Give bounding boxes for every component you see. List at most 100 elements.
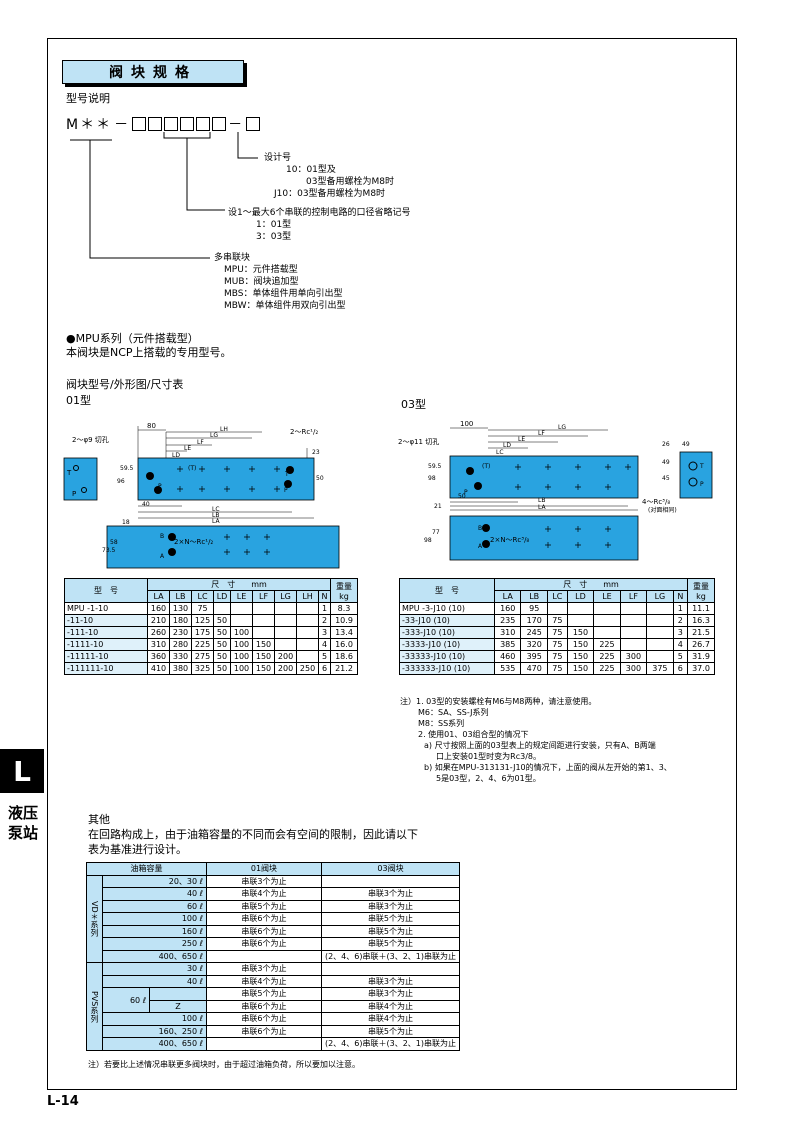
svg-text:P: P — [700, 481, 704, 488]
svg-text:49: 49 — [662, 459, 670, 466]
svg-text:2～Rc¹/₂: 2～Rc¹/₂ — [290, 428, 318, 436]
svg-text:40: 40 — [142, 501, 150, 508]
svg-text:LE: LE — [518, 436, 525, 443]
section-tab: L — [0, 749, 44, 793]
svg-text:45: 45 — [662, 475, 670, 482]
svg-text:58: 58 — [110, 539, 118, 546]
svg-text:(T): (T) — [482, 463, 490, 470]
table01-header-weight: 重量 kg — [330, 578, 358, 603]
other-line2: 表为基准进行设计。 — [88, 843, 187, 856]
mpu-bullet: ●MPU系列（元件搭载型） — [66, 332, 199, 345]
svg-text:2～φ9 切孔: 2～φ9 切孔 — [72, 436, 109, 444]
svg-text:4～Rc³/₈: 4～Rc³/₈ — [642, 498, 670, 506]
table-row: 400、650 ℓ(2、4、6)串联＋(3、2、1)串联为止 — [87, 949, 461, 963]
svg-text:18: 18 — [122, 519, 130, 526]
tank-note: 注）若要比上述情况串联更多阀块时，由于超过油箱负荷，所以要加以注意。 — [88, 1060, 360, 1069]
svg-text:49: 49 — [682, 441, 690, 448]
svg-text:B: B — [160, 533, 164, 540]
page-frame-top — [47, 38, 737, 39]
svg-text:A: A — [160, 553, 165, 560]
svg-text:2～φ11 切孔: 2～φ11 切孔 — [398, 438, 439, 446]
svg-text:2×N～Rc¹/₂: 2×N～Rc¹/₂ — [174, 538, 213, 546]
circuit-block: 设1～最大6个串联的控制电路的口径省略记号 1：01型 3：03型 — [228, 208, 411, 242]
notes: 注）1. 03型的安装螺栓有M6与M8两种，请注意使用。 M6：SA、SS-J系… — [400, 697, 672, 783]
svg-text:P: P — [284, 487, 288, 494]
model-leader-lines — [70, 132, 258, 259]
svg-text:100: 100 — [460, 420, 473, 428]
svg-text:96: 96 — [117, 478, 125, 485]
svg-text:A: A — [478, 543, 483, 550]
table01-header-dim: 尺 寸 mm — [147, 578, 331, 591]
svg-text:26: 26 — [662, 441, 670, 448]
model-code: M＊＊ － － — [66, 114, 261, 134]
svg-text:P: P — [72, 490, 76, 498]
block-type-list: 多串联块 MPU：元件搭载型 MUB：阀块追加型 MBS：单体组件用单向引出型 … — [214, 253, 346, 311]
fig-title: 阀块型号/外形图/尺寸表 — [66, 378, 184, 391]
page-frame-right — [736, 38, 737, 1090]
svg-text:LH: LH — [220, 426, 228, 433]
svg-text:2×N～Rc³/₈: 2×N～Rc³/₈ — [490, 536, 529, 544]
page-number: L-14 — [47, 1094, 79, 1109]
svg-text:B: B — [478, 525, 482, 532]
table03-header-model: 型 号 — [399, 578, 495, 603]
mpu-desc: 本阀块是NCP上搭载的专用型号。 — [66, 346, 232, 359]
svg-text:T: T — [284, 471, 289, 478]
page-frame-left — [47, 38, 48, 1090]
label-01: 01型 — [66, 394, 91, 407]
svg-text:(对面相同): (对面相同) — [648, 506, 677, 514]
section-label: 液压泵站 — [8, 804, 39, 842]
svg-text:LB: LB — [212, 512, 219, 519]
svg-text:LD: LD — [172, 452, 180, 459]
svg-text:LG: LG — [558, 424, 566, 431]
svg-text:LA: LA — [212, 518, 220, 525]
svg-text:LF: LF — [197, 439, 204, 446]
svg-text:T: T — [699, 463, 704, 470]
svg-text:98: 98 — [424, 537, 432, 544]
svg-text:80: 80 — [147, 422, 156, 430]
table03-header-dim: 尺 寸 mm — [494, 578, 688, 591]
svg-text:50: 50 — [316, 475, 324, 482]
svg-text:LF: LF — [538, 430, 545, 437]
svg-text:LC: LC — [496, 449, 504, 456]
svg-text:59.5: 59.5 — [120, 465, 134, 472]
svg-text:LG: LG — [210, 432, 218, 439]
svg-text:21: 21 — [434, 503, 442, 510]
section-title: 阀块规格 — [62, 60, 244, 84]
svg-text:77: 77 — [432, 529, 440, 536]
table01-header-model: 型 号 — [64, 578, 148, 603]
table03-header-weight: 重量 kg — [687, 578, 715, 603]
page-frame-bottom — [47, 1089, 737, 1090]
svg-text:LD: LD — [503, 442, 511, 449]
svg-text:P: P — [158, 483, 162, 490]
svg-text:50: 50 — [458, 493, 466, 500]
svg-text:LC: LC — [212, 506, 220, 513]
design-no-block: 设计号 10：01型及 03型备用螺栓为M8时 J10：03型备用螺栓为M8时 — [264, 153, 394, 199]
svg-text:(T): (T) — [188, 465, 196, 472]
svg-text:LE: LE — [184, 445, 191, 452]
label-03: 03型 — [401, 398, 426, 411]
